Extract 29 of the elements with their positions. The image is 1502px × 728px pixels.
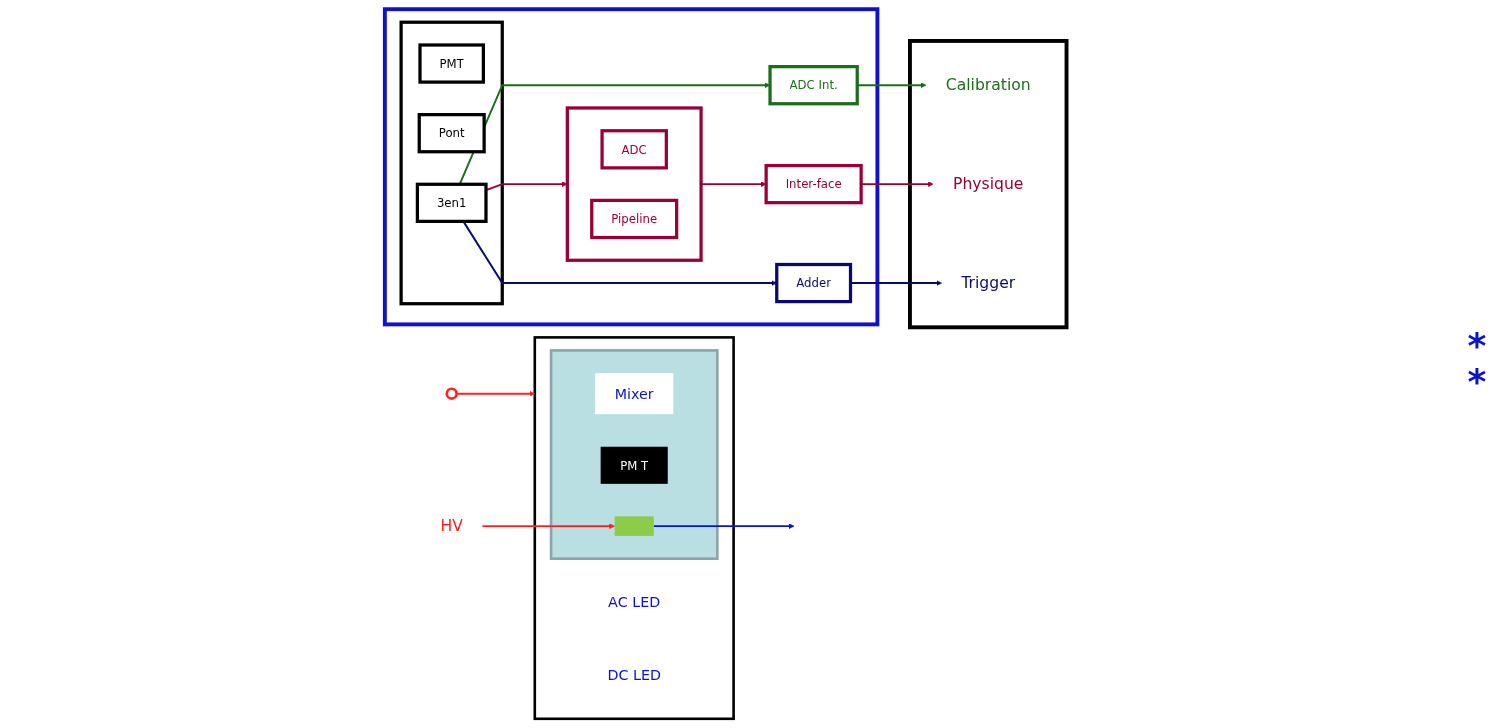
node-text: Physique [953, 175, 1024, 194]
asterisk-mark: * [1467, 364, 1487, 400]
node-box: ADC Int. [768, 65, 860, 106]
cluster [908, 39, 1069, 330]
node-box: ADC [600, 129, 669, 170]
asterisk-mark: * [1467, 328, 1487, 364]
node-bar [615, 516, 655, 536]
node-box: Mixer [595, 373, 674, 415]
node-text: AC LED [608, 593, 661, 611]
node-circle [445, 387, 459, 400]
cluster [566, 106, 703, 262]
node-text: HV [440, 517, 464, 536]
cluster [533, 336, 736, 721]
node-box: PM T [600, 446, 669, 484]
cluster [383, 7, 880, 327]
node-box: Adder [775, 262, 853, 304]
cluster [550, 349, 719, 560]
node-box: Pont [417, 113, 487, 154]
node-box: 3en1 [416, 182, 488, 223]
arrow [455, 390, 536, 397]
arrow [653, 523, 795, 529]
node-box: Pipeline [590, 198, 679, 240]
cluster [399, 20, 505, 306]
node-text: DC LED [607, 667, 662, 684]
node-box: PMT [418, 43, 486, 84]
node-text: Trigger [961, 273, 1016, 293]
arrow [481, 523, 616, 529]
node-text: Calibration [946, 76, 1032, 95]
node-box: Inter-face [764, 163, 864, 205]
